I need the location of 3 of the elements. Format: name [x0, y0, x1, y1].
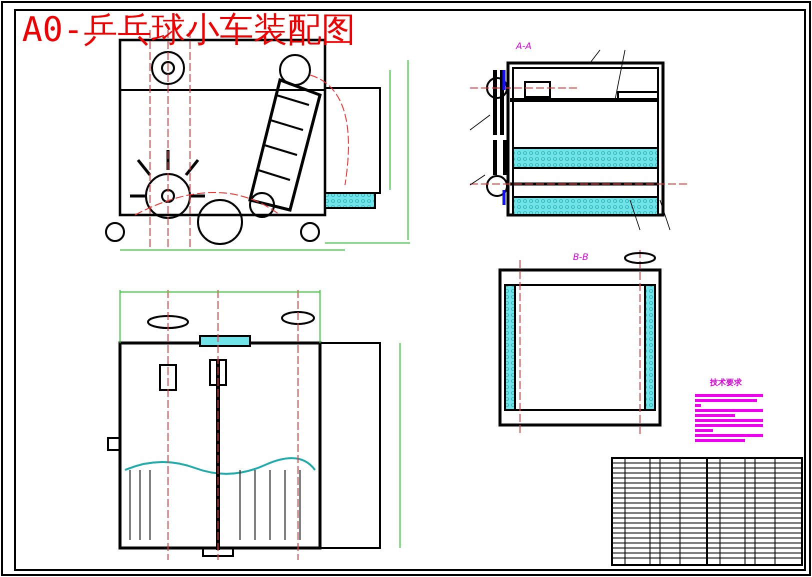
view-label: B-B [573, 253, 588, 263]
view-label: A-A [516, 42, 532, 52]
notes-heading: 技术要求 [710, 377, 742, 388]
